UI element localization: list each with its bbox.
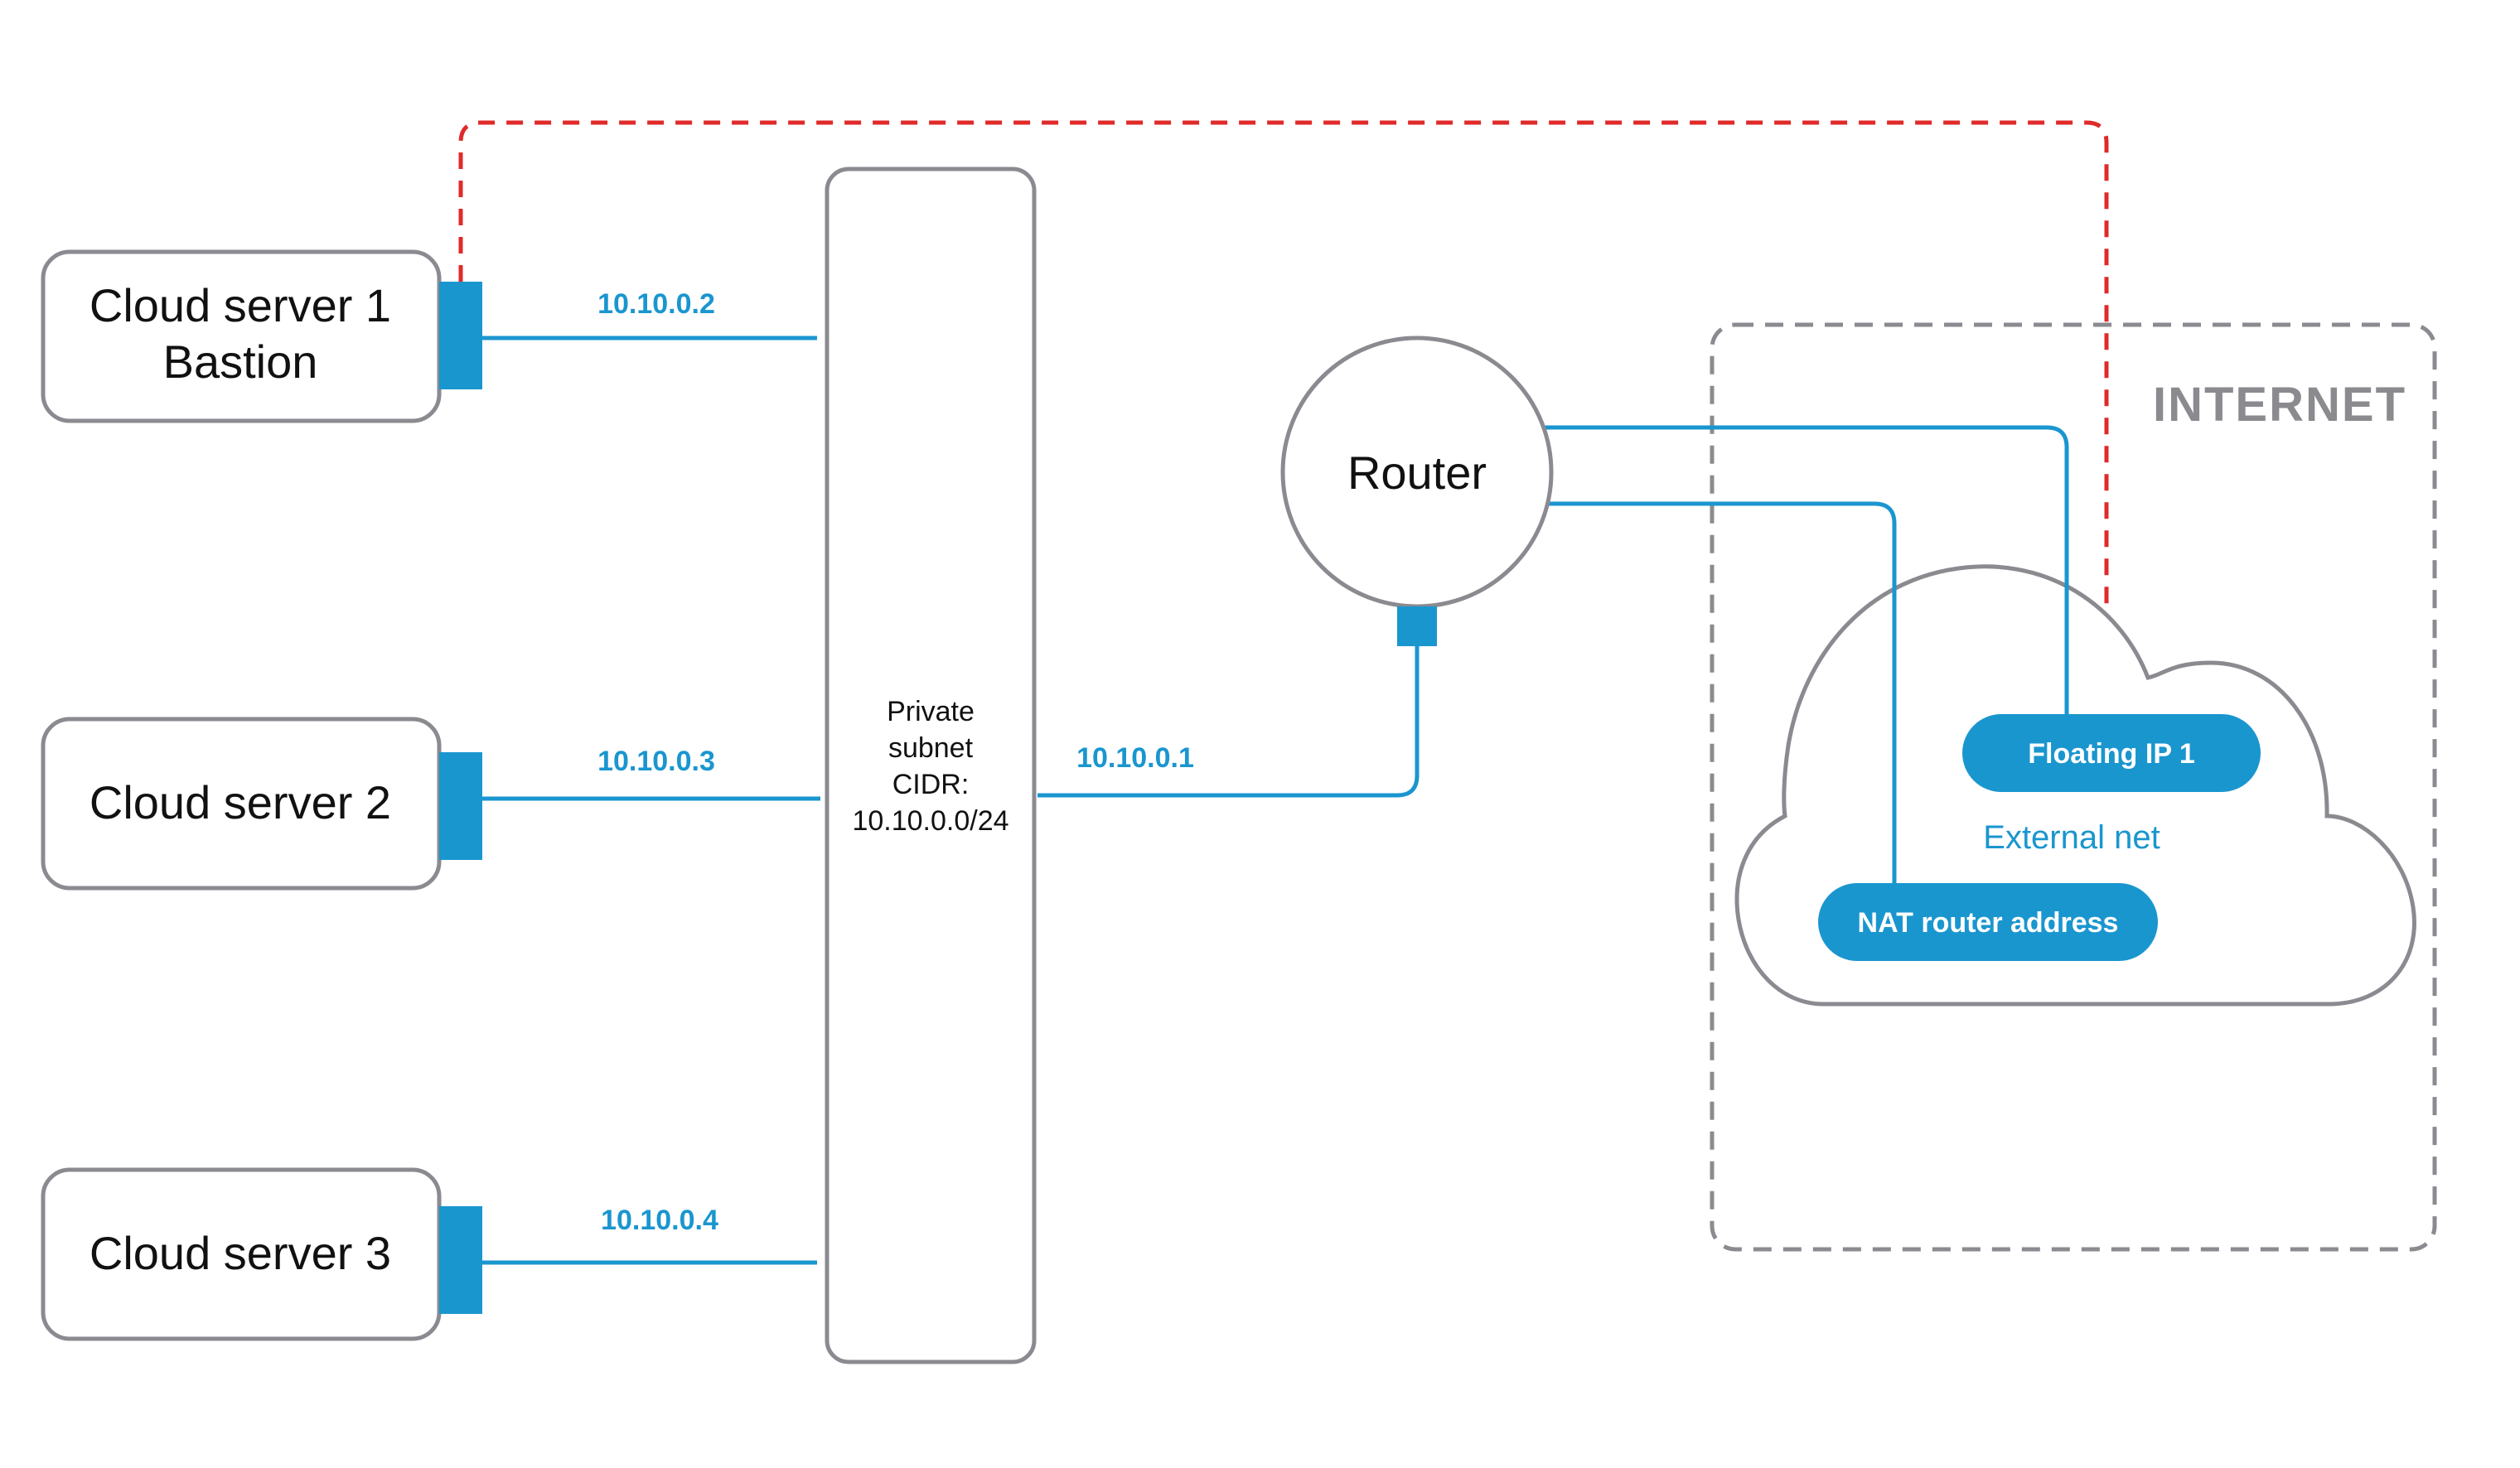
cloud-server-1: Cloud server 1 Bastion [41, 249, 482, 423]
floating-ip-pill: Floating IP 1 [1962, 714, 2261, 792]
server-3-port [439, 1206, 482, 1314]
cloud-server-3: Cloud server 3 [41, 1167, 482, 1341]
server-1-name: Cloud server 1 [89, 279, 391, 331]
server-2-ip: 10.10.0.3 [597, 746, 715, 777]
server-1-ip: 10.10.0.2 [597, 288, 715, 320]
router-ip-label: 10.10.0.1 [1076, 742, 1194, 774]
server-2-port [439, 752, 482, 860]
internet-label: INTERNET [2153, 378, 2406, 432]
internet-region [1710, 322, 2437, 1252]
bastion-floating-ip-link [458, 120, 2109, 712]
nat-address-pill: NAT router address [1818, 883, 2158, 961]
router-floating-ip-link [1543, 425, 2069, 714]
private-subnet: Private subnet CIDR: 10.10.0.0/24 [825, 167, 1037, 1364]
cloud-server-2: Cloud server 2 [41, 717, 482, 891]
subnet-line-1: Private [887, 696, 975, 727]
subnet-line-2: subnet [888, 732, 974, 764]
server-2-name: Cloud server 2 [89, 776, 391, 828]
router-nat-link [1543, 501, 1897, 886]
router-port [1397, 606, 1437, 646]
floating-ip-label: Floating IP 1 [2028, 738, 2195, 770]
router-subnet-link [1038, 646, 1420, 798]
server-1-role: Bastion [163, 336, 318, 388]
server-3-ip: 10.10.0.4 [601, 1205, 718, 1236]
router: Router [1280, 336, 1554, 646]
server-1-port [439, 282, 482, 389]
nat-address-label: NAT router address [1858, 907, 2119, 939]
router-label: Router [1347, 447, 1487, 499]
server-3-name: Cloud server 3 [89, 1227, 391, 1279]
subnet-line-4: 10.10.0.0/24 [852, 805, 1008, 837]
subnet-line-3: CIDR: [892, 769, 970, 800]
external-net-label: External net [1983, 819, 2160, 856]
